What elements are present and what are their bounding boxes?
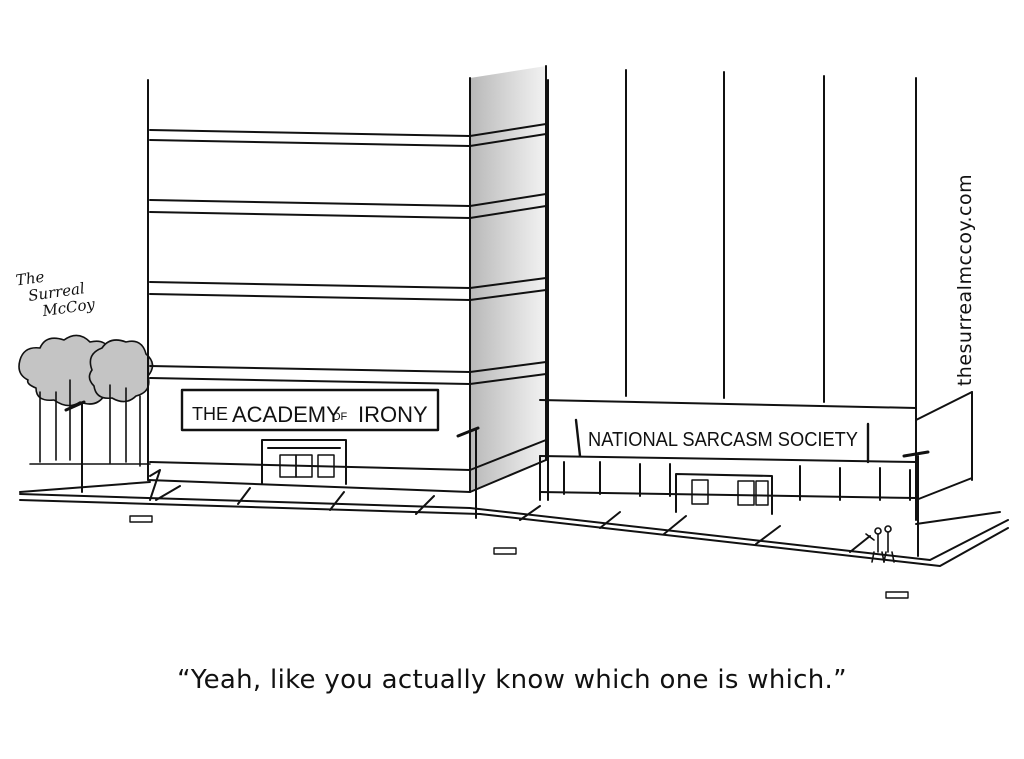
website-text: thesurrealmccoy.com bbox=[954, 173, 976, 387]
academy-sign-academy: ACADEMY bbox=[232, 402, 341, 427]
sidewalk bbox=[19, 469, 1009, 599]
society-sign-text: NATIONAL SARCASM SOCIETY bbox=[588, 429, 858, 451]
caption: “Yeah, like you actually know which one … bbox=[177, 665, 847, 695]
pedestrians bbox=[865, 525, 895, 563]
lamp-posts bbox=[64, 400, 930, 557]
trees bbox=[18, 334, 154, 467]
academy-sign: THE ACADEMY OF IRONY bbox=[180, 388, 440, 432]
academy-sign-irony: IRONY bbox=[358, 402, 428, 427]
academy-building bbox=[147, 65, 547, 493]
academy-sign-the: THE bbox=[192, 404, 228, 424]
society-building bbox=[539, 69, 973, 521]
society-sign: NATIONAL SARCASM SOCIETY bbox=[574, 418, 870, 464]
artist-signature: The Surreal McCoy bbox=[15, 260, 115, 352]
academy-sign-of: OF bbox=[332, 411, 348, 423]
